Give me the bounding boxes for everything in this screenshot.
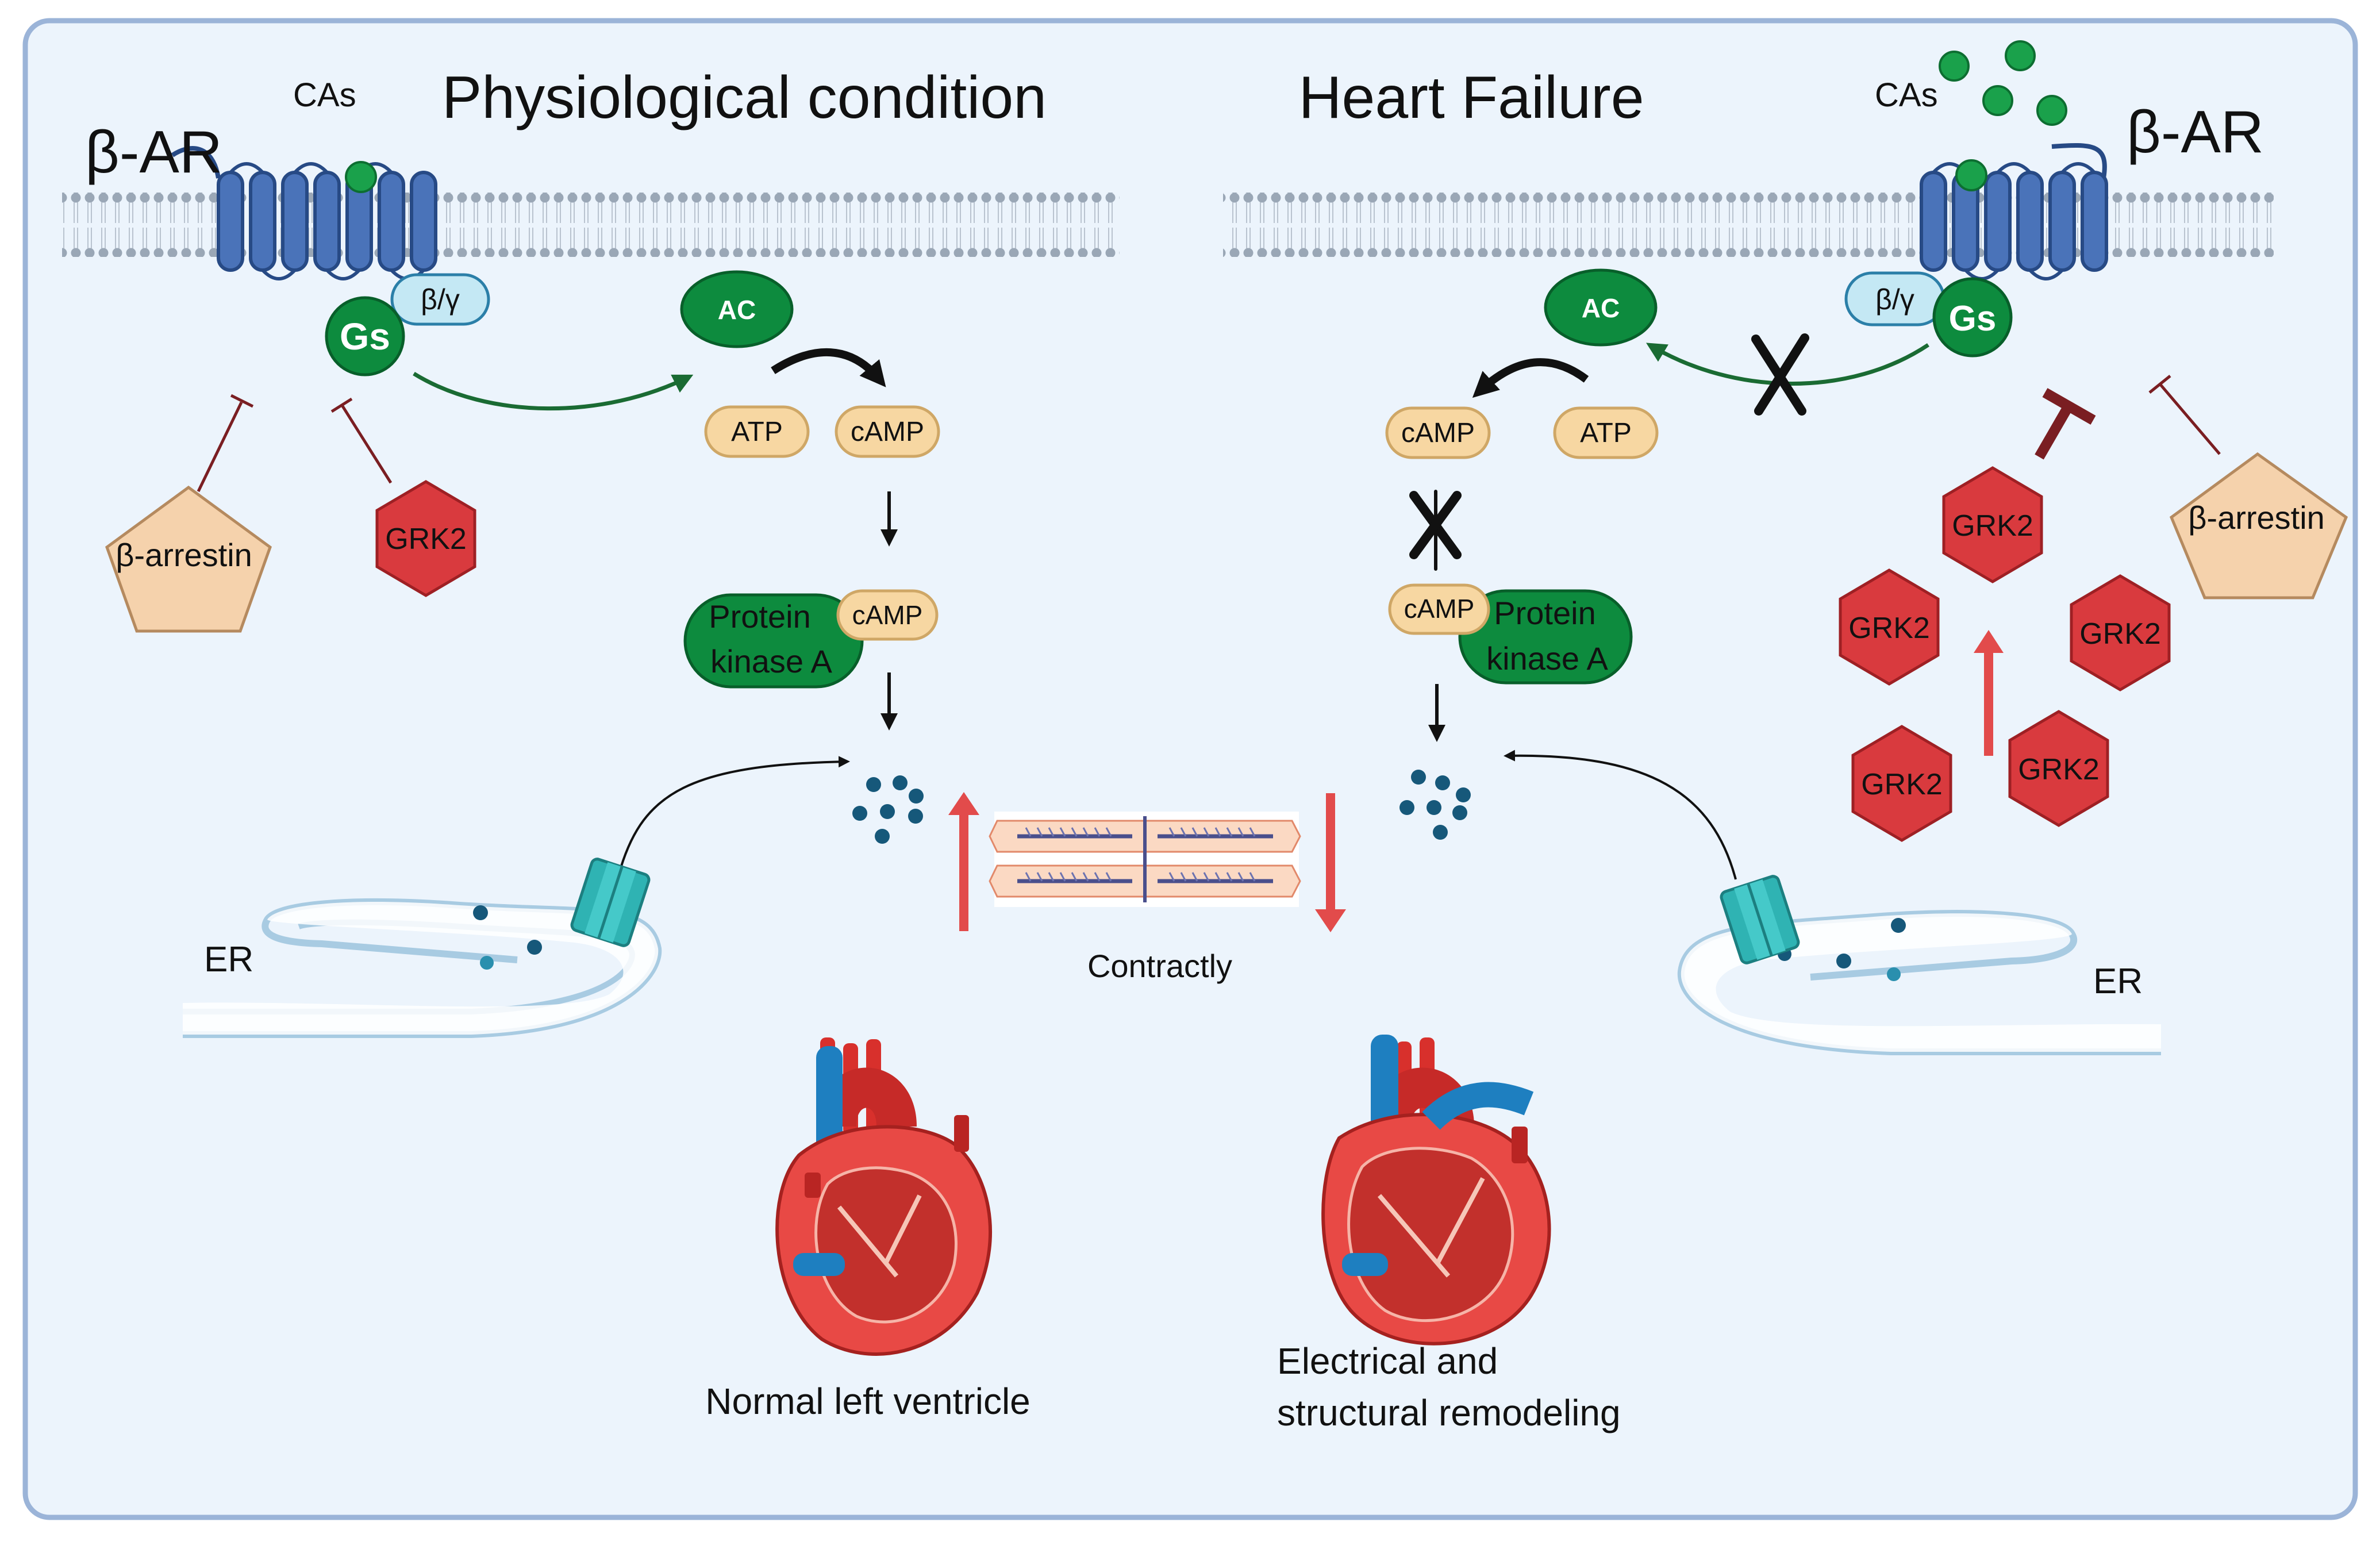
grk2-right-left [1839,568,1940,686]
er-calcium-left [473,905,542,970]
pka-label-line1-right: Protein [1494,595,1595,631]
beta-ar-receptor-left [171,146,437,280]
er-label-right: ER [2093,962,2143,1001]
beta-ar-receptor-right [1920,143,2108,280]
remodeling-caption-line2: structural remodeling [1277,1392,1621,1433]
camp-bound-pill-right [1388,583,1490,635]
beta-gamma-label-left: β/γ [421,283,460,316]
camp-pill-right [1385,406,1491,459]
beta-arrestin-label-left: β-arrestin [116,537,252,573]
grk2-label-right-mid: GRK2 [2079,617,2161,651]
beta-arrestin-label-right: β-arrestin [2188,499,2325,536]
failing-heart-illustration [1321,1035,1551,1346]
grk2-right-top [1942,466,2043,583]
grk2-label-right-bottom-right: GRK2 [2018,753,2100,786]
gs-to-ac-arrow-right [1645,343,1929,386]
atp-camp-conversion-arrow-right [1472,358,1589,398]
camp-label-left: cAMP [851,417,924,447]
catecholamine-bound-right [1955,159,1987,191]
inhibition-grk2-right [2035,388,2096,460]
blocked-x-gs-ac [1751,333,1809,416]
inhibition-grk2-left [330,397,393,484]
protein-kinase-a-left [683,593,864,689]
camp-bound-label-right: cAMP [1404,594,1475,624]
adenylyl-cyclase-left [680,270,794,348]
grk2-right-bottom-right [2008,710,2109,827]
camp-pill-left [835,405,940,458]
pka-label-line2-right: kinase A [1486,640,1608,677]
beta-gamma-subunit-left [390,273,490,326]
gs-label-right: Gs [1949,299,1997,339]
protein-kinase-a-right [1458,589,1633,685]
pka-label-line1-left: Protein [709,598,810,635]
calcium-ions-left [852,775,924,844]
grk2-label-left: GRK2 [385,522,467,556]
normal-heart-illustration [775,1037,992,1356]
grk2-increase-arrow [1974,630,2004,756]
grk2-right-mid [2070,574,2171,691]
beta-arrestin-left [105,485,272,633]
beta-gamma-label-right: β/γ [1875,283,1914,316]
camp-bound-label-left: cAMP [852,600,923,630]
beta-ar-label-left: β-AR [85,119,222,186]
atp-pill-right [1553,406,1659,459]
er-calcium-release-arrow-left [620,756,850,868]
camp-label-right: cAMP [1401,418,1475,448]
catecholamine-bound-left [345,161,377,193]
beta-ar-label-right: β-AR [2127,99,2264,166]
beta-arrestin-right [2169,452,2348,599]
cell-membrane-right [1223,193,2274,257]
inhibition-arrestin-left [197,394,254,493]
grk2-label-right-left: GRK2 [1848,612,1930,645]
blocked-x-camp-pka [1409,490,1462,571]
cas-label-left: CAs [293,76,356,114]
gs-protein-left [325,296,405,376]
grk2-label-right-top: GRK2 [1952,509,2033,543]
free-catecholamines [1939,40,2067,126]
normal-heart-caption: Normal left ventricle [705,1381,1031,1422]
er-label-left: ER [204,940,253,979]
gs-to-ac-arrow-left [413,372,694,411]
remodeling-caption-line1: Electrical and [1277,1340,1498,1382]
contractility-label: Contractly [1087,948,1232,984]
grk2-label-right-bottom-left: GRK2 [1861,768,1943,801]
contractility-down-arrow [1315,793,1346,932]
grk2-right-bottom-left [1851,725,1952,842]
title-physiological: Physiological condition [442,64,1047,131]
atp-camp-conversion-arrow-left [771,348,886,387]
camp-bound-pill-left [836,589,939,641]
ac-label-right: AC [1582,293,1620,323]
adenylyl-cyclase-right [1544,268,1658,347]
sarcomere-icon [989,812,1301,907]
atp-label-right: ATP [1580,418,1632,448]
grk2-left [375,480,476,597]
inhibition-arrestin-right [2148,375,2221,455]
gs-label-left: Gs [340,315,390,358]
pka-label-line2-left: kinase A [710,643,832,679]
atp-label-left: ATP [731,417,783,447]
er-calcium-release-arrow-right [1504,749,1737,880]
gs-protein-right [1932,277,2013,358]
calcium-ions-right [1399,770,1471,840]
cas-label-right: CAs [1875,76,1938,114]
ryanodine-channel-left [570,858,651,947]
ryanodine-channel-right [1720,875,1800,964]
ac-label-left: AC [718,295,756,325]
atp-pill-left [704,405,810,458]
contractility-up-arrow [948,792,979,931]
title-heart-failure: Heart Failure [1298,64,1644,131]
endoplasmic-reticulum-right [1677,910,2161,1055]
